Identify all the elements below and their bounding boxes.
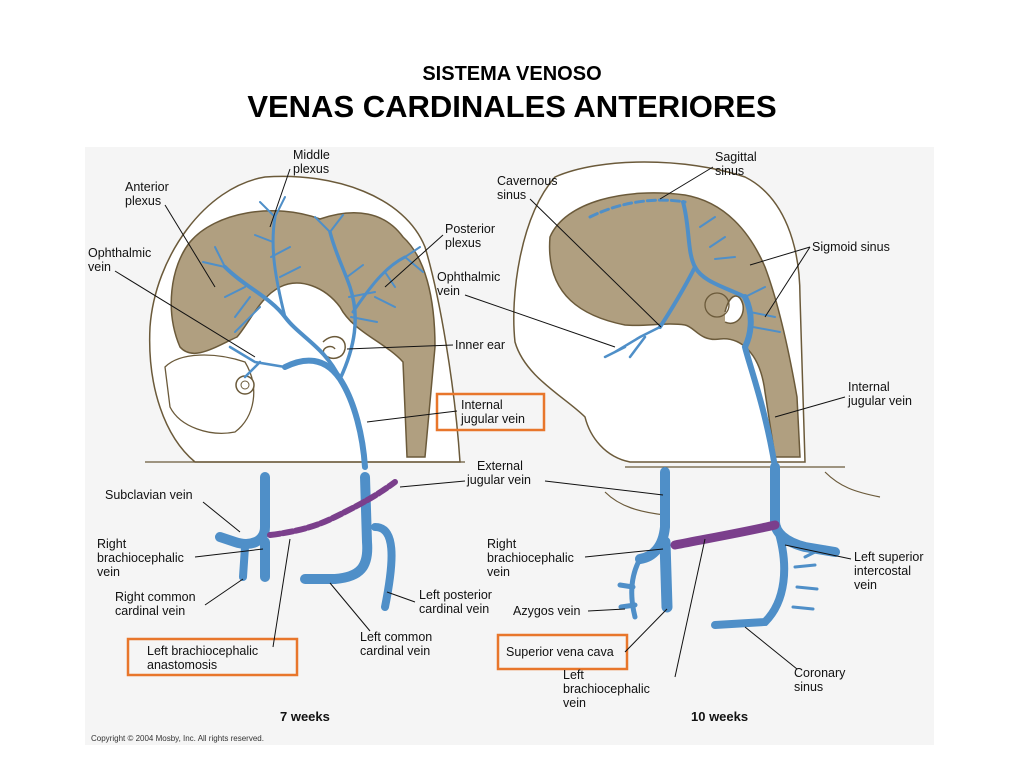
highlight-superior-vena-cava — [496, 633, 629, 671]
highlight-internal-jugular — [435, 392, 546, 432]
caption-10-weeks: 10 weeks — [691, 709, 748, 724]
right-labels: Sagittal sinus Cavernous sinus Sigmoid s… — [437, 150, 923, 724]
right-sagittal-sinus — [588, 198, 687, 219]
slide-header: SISTEMA VENOSO VENAS CARDINALES ANTERIOR… — [0, 60, 1024, 126]
left-brachiocephalic-anastomosis — [267, 479, 398, 538]
right-brain — [548, 192, 801, 458]
left-left-common-cardinal — [300, 472, 373, 584]
label-right-brachiocephalic-right: Right — [487, 537, 517, 551]
left-face-lobe — [164, 354, 255, 434]
label-anterior-plexus: Anterior — [125, 180, 169, 194]
svg-text:vein: vein — [563, 696, 586, 710]
svg-text:vein: vein — [97, 565, 120, 579]
svg-text:cardinal vein: cardinal vein — [419, 602, 489, 616]
right-inner-ear — [724, 295, 744, 324]
svg-text:plexus: plexus — [445, 236, 481, 250]
svg-text:vein: vein — [88, 260, 111, 274]
svg-text:sinus: sinus — [794, 680, 823, 694]
right-left-sup-intercostal — [711, 523, 789, 629]
right-superior-vena-cava — [659, 536, 673, 613]
slide-subtitle: SISTEMA VENOSO — [422, 63, 602, 85]
left-subclavian-vein — [215, 472, 270, 549]
figure-svg: Middle plexus Anterior plexus Posterior … — [85, 147, 934, 745]
label-ophthalmic-vein-right: Ophthalmic — [437, 270, 500, 284]
right-azygos-vein — [617, 556, 643, 620]
label-coronary-sinus: Coronary — [794, 666, 846, 680]
label-left-brachio-anastomosis: Left brachiocephalic — [147, 644, 258, 658]
label-left-posterior-cardinal: Left posterior — [419, 588, 492, 602]
svg-text:sinus: sinus — [715, 164, 744, 178]
label-cavernous-sinus: Cavernous — [497, 174, 557, 188]
highlight-left-brachio-anastomosis — [126, 637, 299, 677]
left-brain — [170, 210, 436, 458]
copyright-notice: Copyright © 2004 Mosby, Inc. All rights … — [91, 734, 264, 743]
label-sigmoid-sinus: Sigmoid sinus — [812, 240, 890, 254]
label-external-jugular: External — [477, 459, 523, 473]
svg-text:brachiocephalic: brachiocephalic — [487, 551, 574, 565]
slide-title: VENAS CARDINALES ANTERIORES — [247, 89, 777, 124]
svg-text:plexus: plexus — [125, 194, 161, 208]
label-azygos-vein: Azygos vein — [513, 604, 580, 618]
svg-text:jugular vein: jugular vein — [460, 412, 525, 426]
right-left-brachiocephalic — [670, 520, 780, 550]
label-middle-plexus: Middle — [293, 148, 330, 162]
left-venous-plexus — [202, 196, 424, 470]
label-right-common-cardinal: Right common — [115, 590, 196, 604]
left-labels: Middle plexus Anterior plexus Posterior … — [88, 148, 546, 724]
right-cavernous-sinus — [658, 265, 697, 329]
label-inner-ear: Inner ear — [455, 338, 505, 352]
svg-text:jugular vein: jugular vein — [847, 394, 912, 408]
right-external-jugular — [635, 467, 670, 564]
label-internal-jugular-left: Internal — [461, 398, 503, 412]
svg-text:brachiocephalic: brachiocephalic — [563, 682, 650, 696]
right-ophthalmic-vein — [603, 325, 662, 359]
right-internal-jugular — [741, 294, 778, 470]
label-internal-jugular-right: Internal — [848, 380, 890, 394]
svg-text:cardinal vein: cardinal vein — [360, 644, 430, 658]
svg-text:jugular vein: jugular vein — [466, 473, 531, 487]
left-right-common-cardinal — [239, 543, 249, 581]
left-embryo-head — [145, 175, 465, 463]
label-superior-vena-cava: Superior vena cava — [506, 645, 614, 659]
svg-text:brachiocephalic: brachiocephalic — [97, 551, 184, 565]
svg-text:vein: vein — [854, 578, 877, 592]
svg-text:sinus: sinus — [497, 188, 526, 202]
label-ophthalmic-vein-left: Ophthalmic — [88, 246, 151, 260]
venous-system-figure: Middle plexus Anterior plexus Posterior … — [85, 147, 934, 745]
label-sagittal-sinus: Sagittal — [715, 150, 757, 164]
svg-text:vein: vein — [487, 565, 510, 579]
label-right-brachiocephalic-left: Right — [97, 537, 127, 551]
label-posterior-plexus: Posterior — [445, 222, 495, 236]
left-inner-ear — [322, 335, 346, 360]
right-embryo-head — [513, 161, 881, 516]
svg-text:vein: vein — [437, 284, 460, 298]
svg-text:plexus: plexus — [293, 162, 329, 176]
svg-text:cardinal vein: cardinal vein — [115, 604, 185, 618]
caption-7-weeks: 7 weeks — [280, 709, 330, 724]
label-subclavian-vein: Subclavian vein — [105, 488, 193, 502]
svg-text:intercostal: intercostal — [854, 564, 911, 578]
right-lower-veins — [617, 462, 840, 629]
svg-text:anastomosis: anastomosis — [147, 658, 217, 672]
label-left-brachiocephalic-right: Left — [563, 668, 584, 682]
label-left-superior-intercostal: Left superior — [854, 550, 923, 564]
right-venous-sinuses — [588, 198, 781, 470]
label-left-common-cardinal: Left common — [360, 630, 432, 644]
